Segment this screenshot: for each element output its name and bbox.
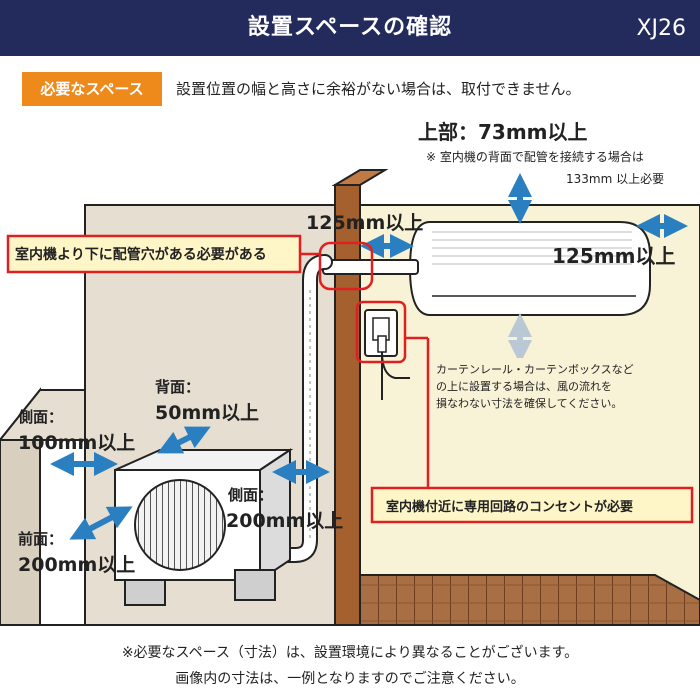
right-clearance-label: 125mm以上	[552, 244, 676, 268]
clearance-arrows	[50, 173, 688, 540]
pipe-hole-callout-box	[6, 234, 302, 274]
left-clearance-label: 125mm以上	[306, 212, 424, 234]
outdoor-front-label: 前面：	[18, 530, 64, 548]
piping	[272, 254, 419, 563]
header-bar	[0, 0, 700, 56]
outdoor-left-side-value: 100mm以上	[18, 432, 136, 454]
wood-pillar	[334, 184, 361, 626]
outdoor-back-label: 背面：	[155, 378, 201, 396]
required-space-badge: 必要なスペース	[22, 72, 162, 106]
outlet-note: 室内機付近に専用回路のコンセントが必要	[386, 500, 634, 515]
footer-note-1: ※必要なスペース（寸法）は、設置環境により異なることがございます。	[121, 645, 579, 661]
outdoor-left-side-label: 側面：	[18, 408, 64, 426]
top-clearance-note-value: 133mm 以上必要	[566, 172, 665, 186]
highlight-boxes	[300, 241, 430, 488]
outlet-callout-box	[370, 486, 694, 524]
required-space-text: 設置位置の幅と高さに余裕がない場合は、取付できません。	[176, 80, 581, 98]
curtain-note-line-1: カーテンレール・カーテンボックスなど	[436, 363, 634, 376]
curtain-note-line-2: の上に設置する場合は、風の流れを	[436, 380, 612, 393]
model-code: XJ26	[636, 16, 686, 41]
top-clearance-label: 上部：73mm以上	[418, 120, 588, 144]
outdoor-front-value: 200mm以上	[18, 554, 136, 576]
curtain-note-line-3: 損なわない寸法を確保してください。	[436, 397, 623, 410]
outdoor-back-value: 50mm以上	[155, 402, 260, 424]
floor	[359, 574, 700, 626]
footer-note-2: 画像内の寸法は、一例となりますのでご注意ください。	[175, 671, 525, 687]
page-title: 設置スペースの確認	[247, 15, 453, 40]
outdoor-unit	[114, 448, 294, 606]
power-outlet	[364, 309, 410, 400]
outdoor-right-side-value: 200mm以上	[226, 510, 344, 532]
top-clearance-note: ※ 室内機の背面で配管を接続する場合は	[426, 150, 644, 164]
pipe-hole-note: 室内機より下に配管穴がある必要がある	[15, 247, 267, 263]
outdoor-right-side-label: 側面：	[228, 486, 274, 504]
